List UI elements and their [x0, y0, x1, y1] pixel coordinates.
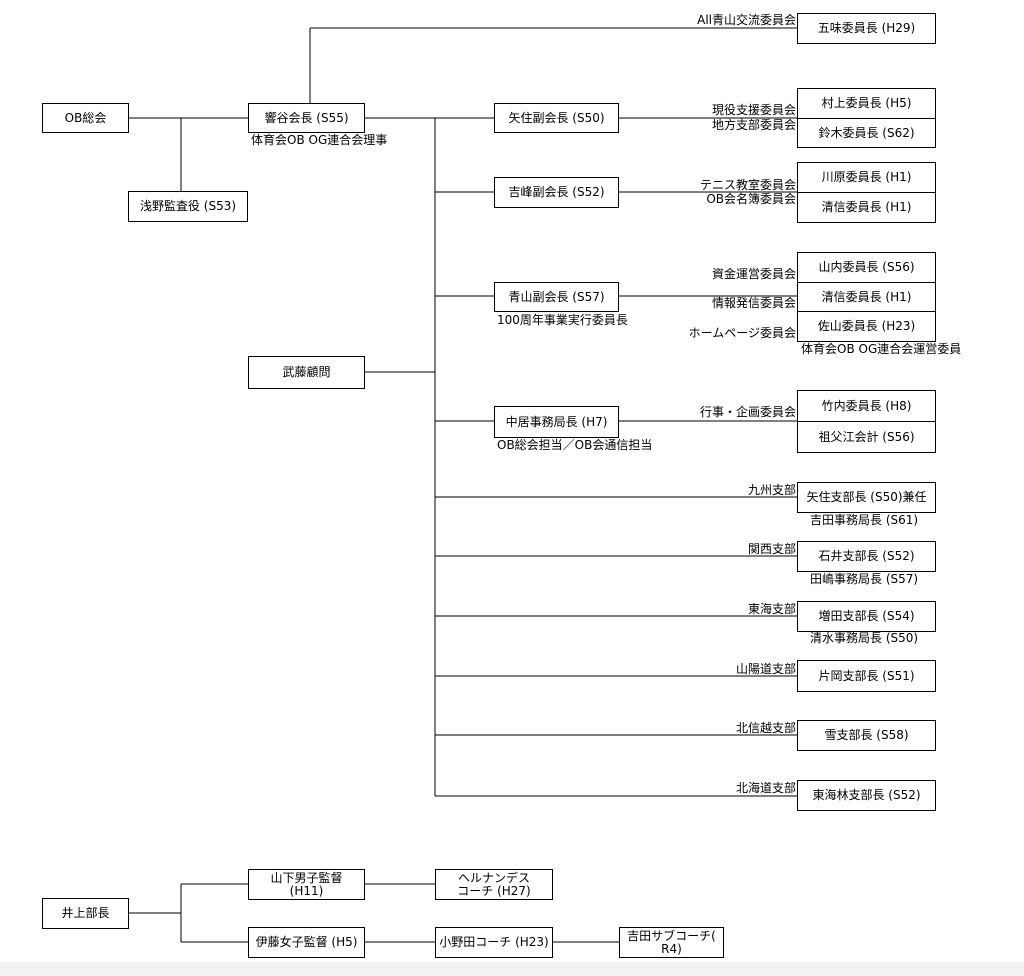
tokai-branch-secretary: 清水事務局長 (S50)	[810, 631, 919, 645]
president-box: 響谷会長 (S55)	[248, 103, 365, 133]
murakami-chair-box: 村上委員長 (H5)	[797, 88, 936, 119]
hokushinetsu-branch-label: 北信越支部	[735, 721, 796, 735]
sanyo-branch-label: 山陽道支部	[735, 662, 796, 676]
nakai-note: OB総会担当／OB会通信担当	[497, 438, 653, 452]
hernandez-coach-box: ヘルナンデス コーチ (H27)	[435, 869, 553, 900]
men-coach-box: 山下男子監督 (H11)	[248, 869, 365, 900]
suzuki-chair-box: 鈴木委員長 (S62)	[797, 118, 936, 148]
auditor-box: 浅野監査役 (S53)	[128, 191, 248, 222]
kansai-branch-head-box: 石井支部長 (S52)	[797, 541, 936, 572]
yazumi-vp-box: 矢住副会長 (S50)	[494, 103, 619, 133]
tokai-branch-head-box: 増田支部長 (S54)	[797, 601, 936, 632]
hernandez-line-2: コーチ (H27)	[457, 883, 531, 898]
kansai-branch-secretary: 田嶋事務局長 (S57)	[810, 572, 919, 586]
yamauchi-chair-box: 山内委員長 (S56)	[797, 252, 936, 283]
sofue-accountant-box: 祖父江会計 (S56)	[797, 421, 936, 453]
hokkaido-branch-head-box: 東海林支部長 (S52)	[797, 780, 936, 811]
hernandez-line-1: ヘルナンデス	[457, 870, 530, 885]
gomi-chair-box: 五味委員長 (H29)	[797, 13, 936, 44]
kyushu-branch-secretary: 吉田事務局長 (S61)	[810, 513, 919, 527]
ob-general-meeting-box: OB総会	[42, 103, 129, 133]
aoyama-committee-label-1: 資金運営委員会	[711, 267, 796, 281]
aoyama-committee-label-2: 情報発信委員会	[711, 296, 796, 310]
sanyo-branch-head-box: 片岡支部長 (S51)	[797, 660, 936, 692]
aoyama-vp-box: 青山副会長 (S57)	[494, 282, 619, 312]
yoshimine-committee-label-2: OB会名簿委員会	[706, 192, 796, 206]
men-coach-line-1: 山下男子監督	[270, 870, 343, 885]
team-director-box: 井上部長	[42, 898, 129, 929]
yazumi-committee-label-1: 現役支援委員会	[711, 103, 796, 117]
aoyama-vp-note: 100周年事業実行委員長	[497, 313, 628, 327]
sayama-note: 体育会OB OG連合会運営委員	[801, 342, 962, 356]
nakai-secretary-general-box: 中居事務局長 (H7)	[494, 406, 619, 438]
kiyonobu-chair-box-1: 清信委員長 (H1)	[797, 192, 936, 223]
bottom-shade	[0, 962, 1024, 976]
yoshimine-vp-box: 吉峰副会長 (S52)	[494, 177, 619, 208]
yoshida-sub-line-1: 吉田サブコーチ(	[627, 928, 716, 943]
yazumi-committee-label-2: 地方支部委員会	[711, 118, 796, 132]
hokkaido-branch-label: 北海道支部	[735, 781, 796, 795]
kyushu-branch-label: 九州支部	[747, 483, 796, 497]
men-coach-line-2: (H11)	[289, 883, 324, 898]
yoshida-sub-line-2: R4)	[661, 941, 682, 956]
yoshimine-committee-label-1: テニス教室委員会	[699, 178, 796, 192]
kawahara-chair-box: 川原委員長 (H1)	[797, 162, 936, 193]
tokai-branch-label: 東海支部	[747, 602, 796, 616]
kiyonobu-chair-box-2: 清信委員長 (H1)	[797, 282, 936, 312]
kansai-branch-label: 関西支部	[747, 542, 796, 556]
president-note: 体育会OB OG連合会理事	[251, 133, 388, 147]
women-coach-box: 伊藤女子監督 (H5)	[248, 927, 365, 958]
hokushinetsu-branch-head-box: 雪支部長 (S58)	[797, 720, 936, 751]
kyushu-branch-head-box: 矢住支部長 (S50)兼任	[797, 482, 936, 513]
aoyama-committee-label-3: ホームページ委員会	[688, 326, 796, 340]
all-aoyama-committee-label: All青山交流委員会	[697, 13, 796, 27]
yoshida-sub-coach-box: 吉田サブコーチ( R4)	[619, 927, 724, 958]
sayama-chair-box: 佐山委員長 (H23)	[797, 311, 936, 342]
takeuchi-chair-box: 竹内委員長 (H8)	[797, 390, 936, 422]
onoda-coach-box: 小野田コーチ (H23)	[435, 927, 553, 958]
advisor-box: 武藤顧問	[248, 356, 365, 389]
nakai-committee-label: 行事・企画委員会	[699, 405, 796, 419]
